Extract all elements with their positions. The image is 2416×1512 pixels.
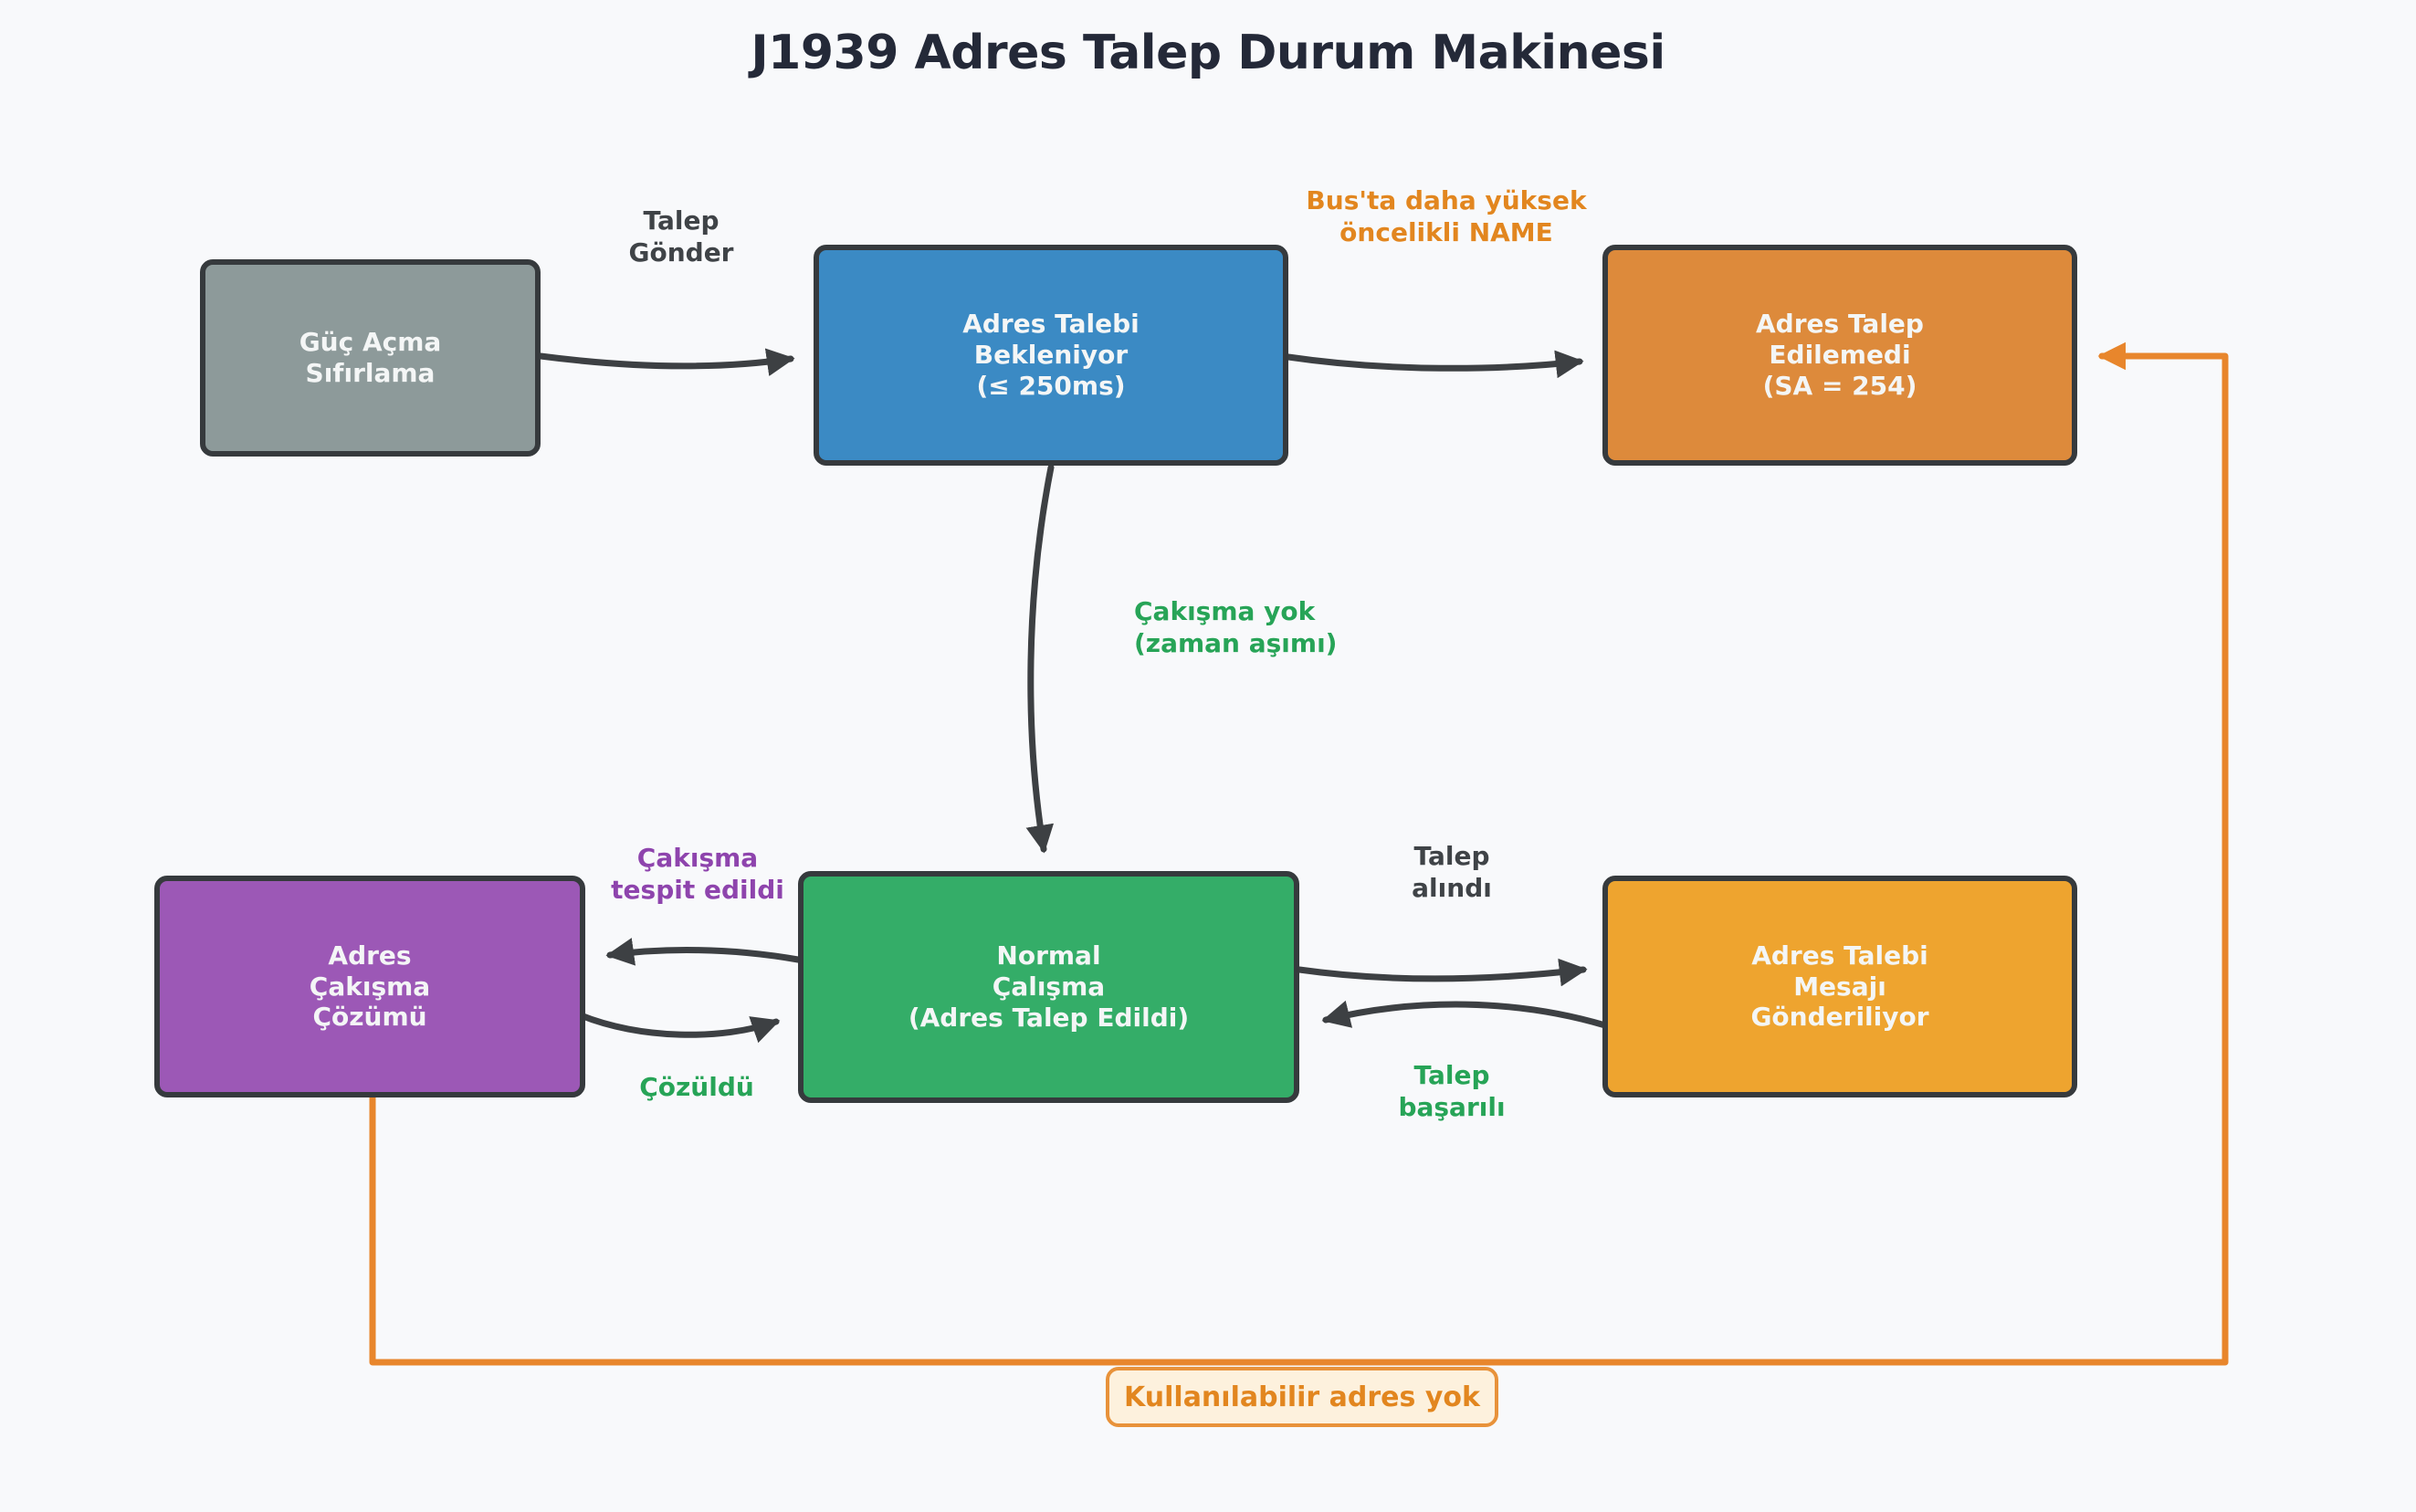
state-cannot-claim-address: Adres Talep Edilemedi (SA = 254) — [1602, 245, 2077, 466]
note-no-available-address-label: Kullanılabilir adres yok — [1124, 1381, 1480, 1413]
edge-waitclaim-to-cannotclaim — [1285, 350, 1584, 379]
edge-poweron-to-waitclaim — [537, 348, 795, 376]
edge-sending-to-normal — [1321, 1000, 1609, 1029]
edge-label-no-conflict-timeout: Çakışma yok (zaman aşımı) — [1134, 596, 1338, 658]
edge-normal-to-conflict — [605, 938, 802, 966]
edge-label-request-received: Talep alındı — [1412, 841, 1492, 903]
edge-conflict-to-normal — [577, 1012, 781, 1044]
edge-normal-to-sending — [1296, 958, 1588, 987]
edge-label-conflict-detected: Çakışma tespit edildi — [611, 843, 784, 905]
edge-waitclaim-to-normal — [1025, 464, 1055, 854]
note-no-available-address: Kullanılabilir adres yok — [1106, 1367, 1498, 1427]
edge-label-resolved: Çözüldü — [639, 1072, 754, 1102]
state-waiting-address-claim: Adres Talebi Bekleniyor (≤ 250ms) — [814, 245, 1288, 466]
edge-label-higher-priority-name: Bus'ta daha yüksek öncelikli NAME — [1306, 185, 1587, 247]
edge-label-send-request: Talep Gönder — [628, 205, 734, 268]
state-power-on-reset: Güç Açma Sıfırlama — [200, 259, 541, 457]
diagram-title: J1939 Adres Talep Durum Makinesi — [751, 26, 1665, 80]
edge-label-claim-successful: Talep başarılı — [1398, 1060, 1506, 1122]
state-power-on-reset-label: Güç Açma Sıfırlama — [299, 327, 442, 388]
state-address-conflict-resolution: Adres Çakışma Çözümü — [154, 876, 585, 1097]
state-normal-operation-label: Normal Çalışma (Adres Talep Edildi) — [908, 940, 1190, 1033]
state-cannot-claim-address-label: Adres Talep Edilemedi (SA = 254) — [1756, 309, 1924, 401]
state-sending-claim-message-label: Adres Talebi Mesajı Gönderiliyor — [1750, 940, 1929, 1033]
state-waiting-address-claim-label: Adres Talebi Bekleniyor (≤ 250ms) — [962, 309, 1140, 401]
state-normal-operation: Normal Çalışma (Adres Talep Edildi) — [798, 871, 1299, 1103]
state-address-conflict-resolution-label: Adres Çakışma Çözümü — [309, 940, 431, 1033]
edge-conflict-to-cannotclaim-loop — [369, 341, 2229, 1366]
state-sending-claim-message: Adres Talebi Mesajı Gönderiliyor — [1602, 876, 2077, 1097]
